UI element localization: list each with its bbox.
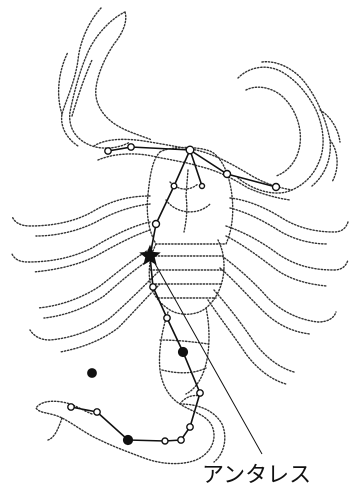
left-legs-outline (12, 196, 160, 352)
star-claw-left-inner (128, 144, 134, 150)
carapace-outline (147, 148, 232, 245)
antares-label: アンタレス (202, 463, 311, 488)
star-stinger (68, 404, 74, 410)
star-tail-1 (164, 315, 170, 321)
star-tail-6 (162, 438, 168, 444)
star-claw-left (105, 148, 111, 154)
star-body-lower (150, 284, 156, 290)
star-head-right (200, 184, 205, 189)
star-head-top (186, 146, 194, 154)
star-tail-4 (187, 424, 193, 430)
star-tail-8 (94, 409, 100, 415)
star-stinger-tip (88, 369, 97, 378)
star-body-upper (153, 221, 160, 228)
constellation-stars (68, 144, 280, 445)
star-tail-2 (178, 347, 187, 356)
antares-pointer-line (153, 260, 262, 454)
star-claw-right-inner (224, 171, 231, 178)
star-tail-3 (197, 390, 203, 396)
left-claw-outline (59, 8, 152, 148)
constellation-lines (71, 147, 276, 441)
scorpion-outline (12, 8, 348, 464)
right-legs-outline (208, 198, 348, 384)
star-tail-5 (178, 437, 184, 443)
star-tail-7 (123, 435, 132, 444)
right-claw-outline (238, 62, 340, 193)
star-claw-right (273, 184, 280, 191)
star-head-middle (171, 183, 177, 189)
